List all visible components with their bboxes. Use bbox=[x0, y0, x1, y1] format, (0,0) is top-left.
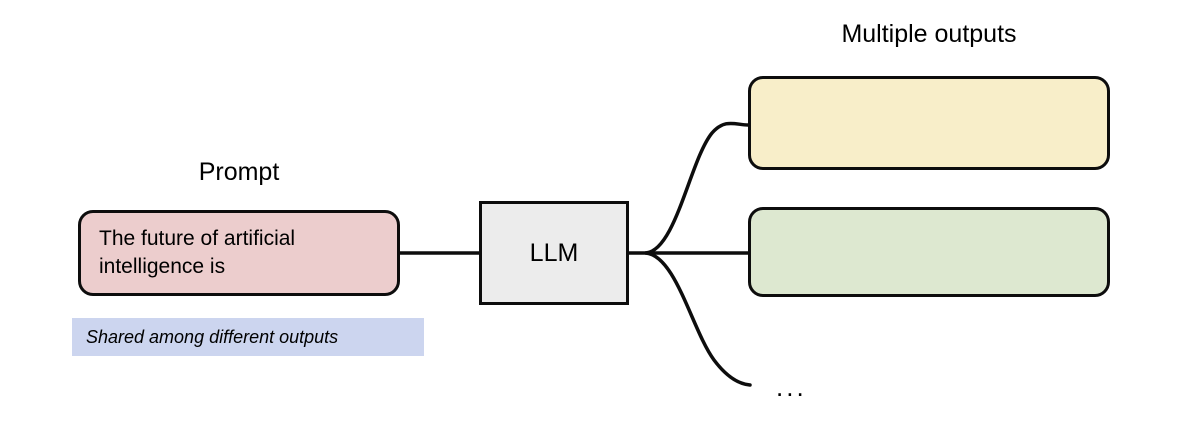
llm-box[interactable]: LLM bbox=[479, 201, 629, 305]
prompt-section-label: Prompt bbox=[198, 158, 280, 186]
output-box-1[interactable] bbox=[748, 76, 1110, 170]
prompt-text-line-1: The future of artificial bbox=[99, 227, 296, 251]
prompt-text-line-2: intelligence is bbox=[99, 255, 226, 278]
prompt-text: The future of artificial intelligence is bbox=[81, 225, 295, 280]
shared-note-bar: Shared among different outputs bbox=[72, 318, 424, 356]
continuation-ellipsis: ... bbox=[776, 372, 807, 402]
outputs-section-label: Multiple outputs bbox=[841, 20, 1017, 48]
llm-label: LLM bbox=[529, 238, 579, 267]
output-box-2[interactable] bbox=[748, 207, 1110, 297]
shared-note-text: Shared among different outputs bbox=[86, 326, 339, 347]
prompt-box[interactable]: The future of artificial intelligence is bbox=[78, 210, 400, 296]
connector-llm-to-output-1 bbox=[644, 121, 750, 255]
connector-llm-to-continuation bbox=[644, 251, 752, 387]
